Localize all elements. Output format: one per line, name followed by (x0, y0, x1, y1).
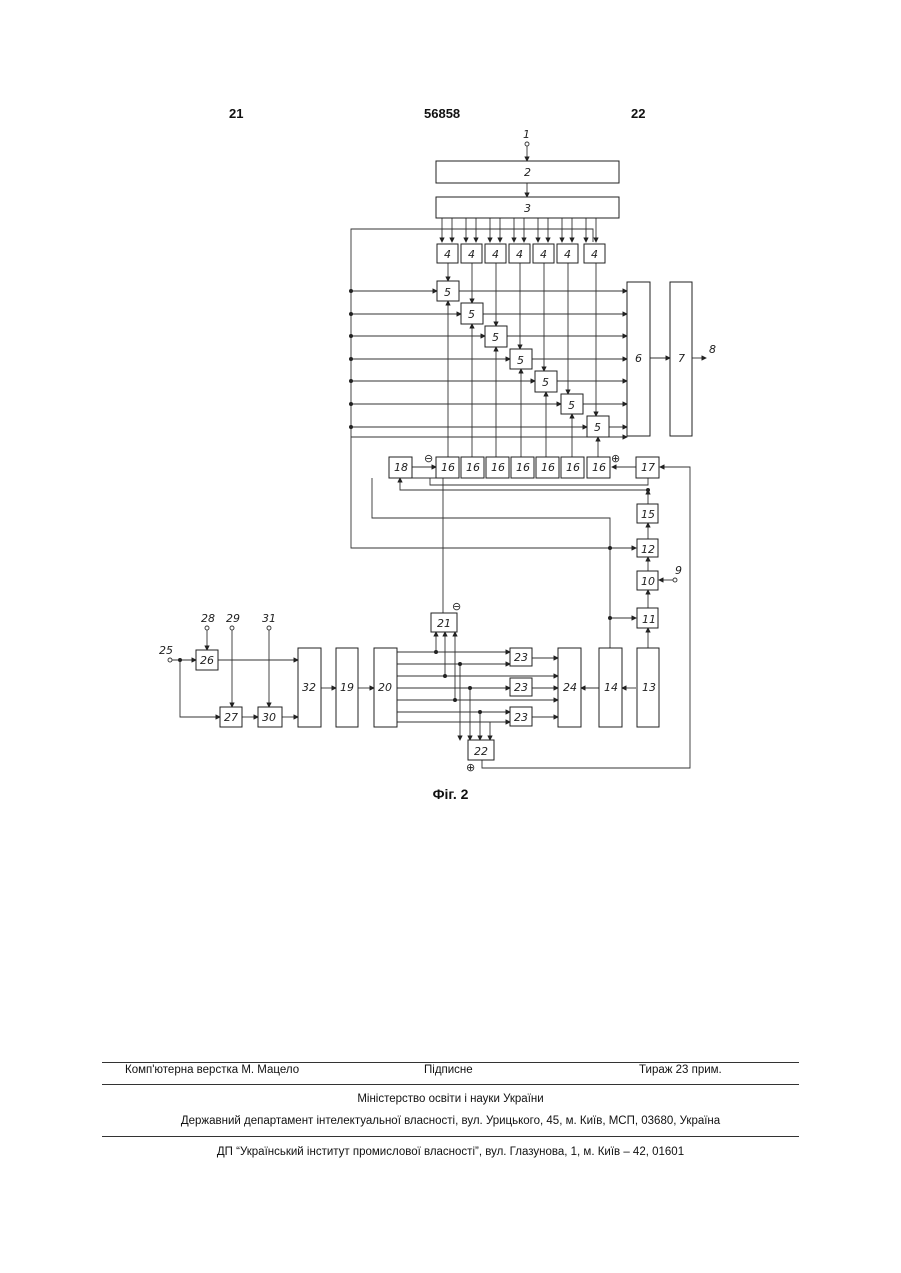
label-16: 16 (516, 461, 530, 474)
label-30: 30 (262, 711, 276, 724)
label-14: 14 (604, 681, 618, 694)
label-27: 27 (224, 711, 238, 724)
connections (168, 142, 706, 768)
label-5: 5 (444, 286, 451, 299)
plus-sign: ⊕ (611, 452, 620, 465)
label-16: 16 (541, 461, 555, 474)
label-16: 16 (441, 461, 455, 474)
label-10: 10 (641, 575, 655, 588)
label-4: 4 (540, 248, 547, 261)
label-31: 31 (262, 612, 276, 625)
signed-note: Підписне (424, 1064, 473, 1076)
label-22: 22 (474, 745, 488, 758)
label-6: 6 (635, 352, 642, 365)
layout-credit: Комп'ютерна верстка М. Мацело (125, 1064, 299, 1076)
label-16: 16 (466, 461, 480, 474)
institute-line: ДП “Український інститут промислової вла… (0, 1146, 901, 1158)
label-16: 16 (491, 461, 505, 474)
label-12: 12 (641, 543, 655, 556)
label-21: 21 (437, 617, 451, 630)
label-26: 26 (200, 654, 214, 667)
label-28: 28 (201, 612, 215, 625)
minus-sign: ⊖ (424, 452, 433, 465)
department-line: Державний департамент інтелектуальної вл… (0, 1115, 901, 1127)
label-4: 4 (468, 248, 475, 261)
label-23: 23 (514, 711, 528, 724)
label-17: 17 (641, 461, 655, 474)
label-1: 1 (523, 128, 530, 141)
label-25: 25 (159, 644, 173, 657)
minus-sign: ⊖ (452, 600, 461, 613)
label-16: 16 (592, 461, 606, 474)
divider (102, 1136, 799, 1137)
label-15: 15 (641, 508, 655, 521)
label-4: 4 (564, 248, 571, 261)
divider (102, 1062, 799, 1063)
label-24: 24 (563, 681, 577, 694)
label-5: 5 (594, 421, 601, 434)
label-4: 4 (444, 248, 451, 261)
label-32: 32 (302, 681, 316, 694)
label-8: 8 (709, 343, 716, 356)
label-20: 20 (378, 681, 392, 694)
label-5: 5 (468, 308, 475, 321)
block-labels: 1 2 3 4 4 4 4 4 4 4 5 5 5 5 5 5 5 6 7 8 … (159, 128, 716, 774)
label-5: 5 (568, 399, 575, 412)
divider (102, 1084, 799, 1085)
label-5: 5 (542, 376, 549, 389)
label-9: 9 (675, 564, 682, 577)
label-5: 5 (517, 354, 524, 367)
plus-sign: ⊕ (466, 761, 475, 774)
label-16: 16 (566, 461, 580, 474)
label-3: 3 (524, 202, 531, 215)
label-4: 4 (591, 248, 598, 261)
label-23: 23 (514, 681, 528, 694)
ministry-line: Міністерство освіти і науки України (0, 1093, 901, 1105)
label-4: 4 (492, 248, 499, 261)
label-2: 2 (524, 166, 531, 179)
label-18: 18 (394, 461, 408, 474)
label-19: 19 (340, 681, 354, 694)
label-13: 13 (642, 681, 656, 694)
label-11: 11 (642, 613, 656, 626)
figure-caption: Фіг. 2 (0, 786, 901, 802)
label-23: 23 (514, 651, 528, 664)
label-5: 5 (492, 331, 499, 344)
label-7: 7 (678, 352, 685, 365)
label-4: 4 (516, 248, 523, 261)
label-29: 29 (226, 612, 240, 625)
circulation-note: Тираж 23 прим. (639, 1064, 722, 1076)
